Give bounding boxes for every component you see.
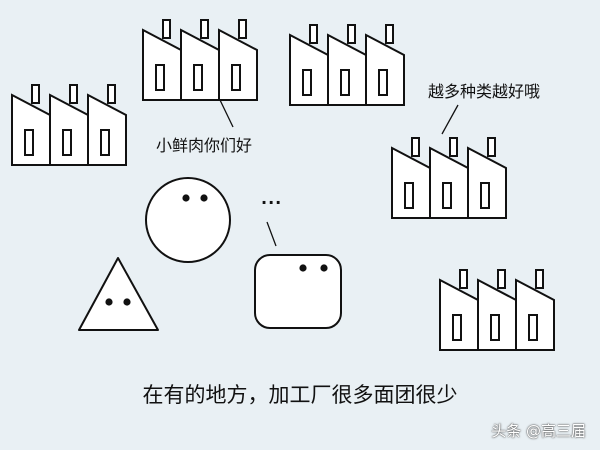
factory [391, 137, 507, 219]
factory-building [429, 137, 469, 219]
factory-building [49, 84, 89, 166]
rounded-square-dough-body [254, 254, 342, 329]
factory-window [193, 64, 203, 91]
speech-pointer-fresh [219, 99, 234, 128]
factory-chimney [449, 137, 458, 157]
circle-dough-character [145, 177, 231, 263]
factory-window [528, 314, 538, 341]
speech-pointer-more [441, 104, 459, 135]
factory-building [11, 84, 51, 166]
factory-building [467, 137, 507, 219]
factory-chimney [535, 269, 544, 289]
factory-window [378, 69, 388, 96]
factory [289, 24, 405, 106]
circle-dough-eye-left [182, 194, 190, 202]
speech-more-types: 越多种类越好哦 [428, 82, 541, 101]
triangle-dough-eye-left [105, 298, 113, 306]
factory-building [289, 24, 329, 106]
factory-building [180, 19, 220, 101]
factory-window [404, 182, 414, 209]
factory-chimney [162, 19, 171, 39]
factory-building [391, 137, 431, 219]
rounded-square-dough-eye-left [299, 264, 307, 272]
rounded-square-dough-character [254, 254, 342, 329]
factory-window [452, 314, 462, 341]
factory-chimney [309, 24, 318, 44]
rounded-square-dough-eye-right [320, 264, 328, 272]
factory-building [327, 24, 367, 106]
factory-building [439, 269, 479, 351]
factory-window [62, 129, 72, 156]
speech-fresh-meat: 小鲜肉你们好 [156, 136, 253, 155]
factory-chimney [31, 84, 40, 104]
watermark: 头条 @高三届 [491, 422, 586, 440]
speech-ellipsis: ··· [261, 193, 283, 212]
factory-window [155, 64, 165, 91]
circle-dough-eye-right [200, 194, 208, 202]
factory-window [100, 129, 110, 156]
factory-chimney [385, 24, 394, 44]
factory-chimney [69, 84, 78, 104]
factory-window [490, 314, 500, 341]
triangle-dough-body [78, 257, 159, 331]
speech-pointer-dots [266, 221, 277, 247]
factory-chimney [200, 19, 209, 39]
factory-chimney [107, 84, 116, 104]
factory-building [477, 269, 517, 351]
factory-window [442, 182, 452, 209]
factory-chimney [459, 269, 468, 289]
factory [11, 84, 127, 166]
factory-window [24, 129, 34, 156]
factory-building [515, 269, 555, 351]
factory-window [480, 182, 490, 209]
factory-window [340, 69, 350, 96]
factory-chimney [238, 19, 247, 39]
factory-chimney [347, 24, 356, 44]
caption: 在有的地方，加工厂很多面团很少 [142, 383, 458, 407]
factory-window [231, 64, 241, 91]
factory-window [302, 69, 312, 96]
factory-layer [11, 19, 555, 351]
factory-building [365, 24, 405, 106]
triangle-dough-eye-right [123, 298, 131, 306]
factory-building [87, 84, 127, 166]
triangle-dough-character [78, 257, 159, 331]
factory [439, 269, 555, 351]
factory-chimney [497, 269, 506, 289]
circle-dough-body [145, 177, 231, 263]
factory [142, 19, 258, 101]
factory-building [142, 19, 182, 101]
factory-building [218, 19, 258, 101]
factory-chimney [487, 137, 496, 157]
factory-chimney [411, 137, 420, 157]
